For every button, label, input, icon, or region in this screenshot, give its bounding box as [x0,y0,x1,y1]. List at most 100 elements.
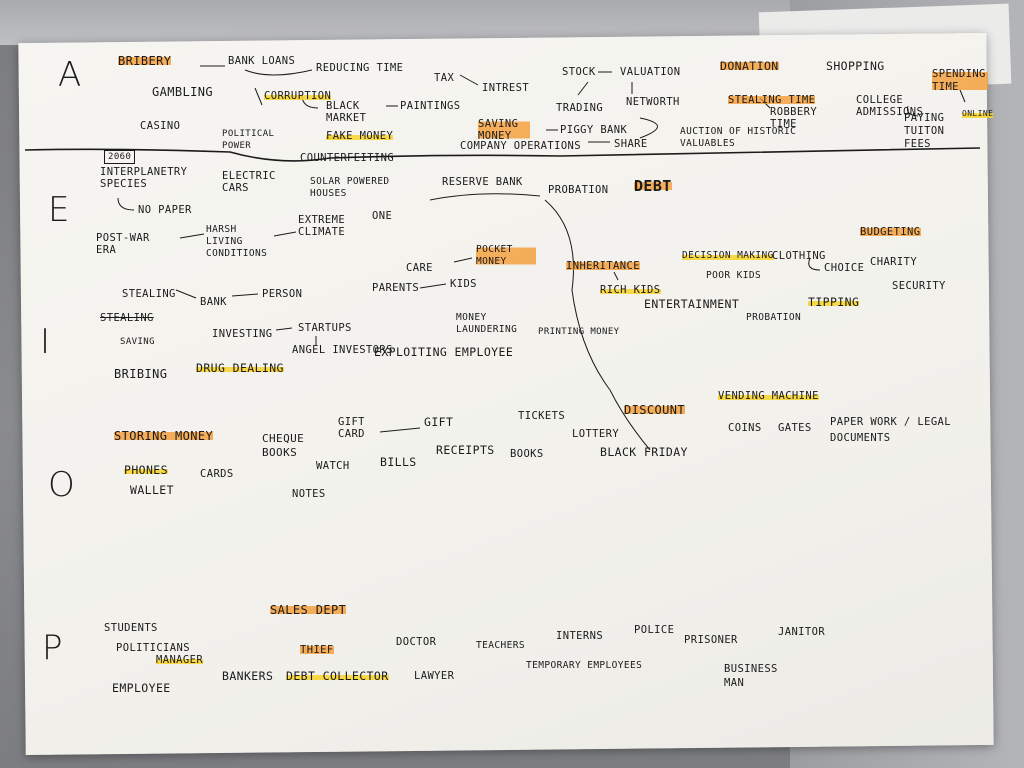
note-person: PERSON [262,288,303,300]
note-donation: DONATION [720,59,779,73]
note-inheritance: INHERITANCE [566,260,640,272]
note-security: SECURITY [892,280,946,292]
note-books: BOOKS [510,448,544,460]
note-share: SHARE [614,138,648,150]
note-bribing: BRIBING [114,367,168,381]
note-casino: CASINO [140,120,181,132]
note-gift: GIFT [424,415,454,429]
note-probation: PROBATION [548,184,609,196]
note-charity: CHARITY [870,256,918,268]
note-stealing: STEALING [122,288,176,300]
note-probation-i: PROBATION [746,312,802,323]
note-bank-loans: BANK LOANS [228,55,296,67]
note-employee: EMPLOYEE [112,681,171,695]
note-college-admissions: COLLEGE ADMISSIONS [856,94,924,118]
arrow [273,231,297,237]
note-paper-work: PAPER WORK / LEGAL DOCUMENTS [830,416,951,444]
note-exploiting: EXPLOITING EMPLOYEE [374,345,514,359]
note-notes: NOTES [292,488,326,500]
note-cheque-books: CHEQUE BOOKS [262,432,305,459]
note-extreme-climate: EXTREME CLIMATE [298,214,346,238]
note-post-war-era: POST-WAR ERA [96,232,150,256]
note-stealing-time: STEALING TIME [728,94,816,106]
note-vending-machine: VENDING MACHINE [718,390,819,402]
note-lawyer: LAWYER [414,670,455,682]
note-auction: AUCTION OF HISTORIC VALUABLES [680,126,797,149]
note-one: ONE [372,210,393,222]
row-letter-i: I [40,322,51,362]
note-budgeting: BUDGETING [860,226,921,238]
note-solar-houses: SOLAR POWERED HOUSES [310,176,390,199]
note-watch: WATCH [316,460,350,472]
note-debt: DEBT [634,177,672,195]
arrow [179,233,205,239]
note-reserve-bank: RESERVE BANK [442,176,523,188]
row-letter-o: O [48,465,75,505]
note-tickets: TICKETS [518,410,566,422]
note-counterfeiting: COUNTERFEITING [300,152,395,164]
note-business-man: BUSINESS MAN [724,663,778,689]
note-angel-investors: ANGEL INVESTORS [292,344,393,356]
note-saving-money: SAVING MONEY [478,118,530,142]
note-company-operations: COMPANY OPERATIONS [460,140,581,152]
note-stock: STOCK [562,66,596,78]
note-interplanetary: INTERPLANETRY SPECIES [100,166,188,190]
note-pocket-money: POCKET MONEY [476,244,536,268]
note-thief: THIEF [300,644,334,656]
note-parents: PARENTS [372,282,420,294]
note-startups: STARTUPS [298,322,352,334]
note-politicians: POLITICIANS [116,642,190,654]
note-manager: MANAGER [156,654,204,666]
note-janitor: JANITOR [778,626,826,638]
note-robbery-time: ROBBERY TIME [770,106,818,130]
note-black-market: BLACK MARKET [326,100,367,124]
row-letter-a: A [58,55,82,95]
arrow [254,87,263,106]
arrow [429,193,541,201]
note-money-laundering: MONEY LAUNDERING [456,312,518,335]
note-political-power: POLITICAL POWER [222,129,275,151]
note-cards: CARDS [200,468,234,480]
note-lottery: LOTTERY [572,428,620,440]
note-spending-time: SPENDING TIME [932,68,988,94]
arrow [231,293,259,297]
note-receipts: RECEIPTS [436,443,495,457]
note-paying-tuition: PAYING TUITON FEES [904,112,945,150]
note-entertainment: ENTERTAINMENT [644,297,740,311]
note-corruption: CORRUPTION [264,90,332,102]
note-wallet: WALLET [130,483,174,497]
note-police: POLICE [634,624,675,636]
note-gift-card: GIFT CARD [338,416,365,440]
note-poor-kids: POOR KIDS [706,270,762,281]
note-black-friday: BLACK FRIDAY [600,445,688,459]
note-discount: DISCOUNT [624,403,685,417]
arrow [907,105,919,117]
note-gates: GATES [778,422,812,434]
note-kids: KIDS [450,278,477,290]
note-doctor: DOCTOR [396,636,437,648]
arrow [244,69,313,76]
note-clothing: CLOTHING [772,250,826,262]
note-decision-making: DECISION MAKING [682,250,774,262]
arrow [175,289,197,299]
note-valuation: VALUATION [620,66,681,78]
note-fake-money: FAKE MONEY [326,130,394,142]
arrow [639,117,658,139]
arrow [419,283,447,289]
note-debt-collector: DEBT COLLECTOR [286,669,389,683]
note-investing: INVESTING [212,328,273,340]
note-gambling: GAMBLING [152,85,213,99]
note-piggy-bank: PIGGY BANK [560,124,628,136]
note-temporary-employees: TEMPORARY EMPLOYEES [526,660,643,671]
note-stealing-struck: STEALING [100,312,154,324]
note-teachers: TEACHERS [476,640,525,651]
note-online: ONLINE [962,108,994,120]
arrow [459,74,479,86]
row-letter-p: P [42,628,63,668]
arrow [275,327,293,331]
note-reducing-time: REDUCING TIME [316,62,404,74]
note-coins: COINS [728,422,762,434]
note-electric-cars: ELECTRIC CARS [222,170,276,194]
note-year: 2060 [104,150,136,164]
